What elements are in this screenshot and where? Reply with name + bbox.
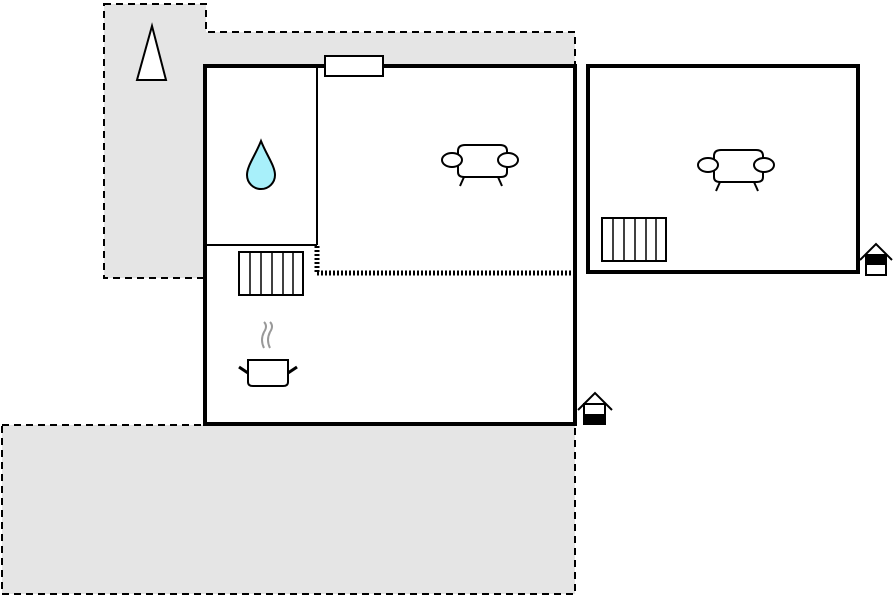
entrance-icon [577, 391, 613, 425]
sofa-icon [697, 149, 775, 192]
cooking-pot-icon [238, 321, 298, 387]
entrance-icon [859, 242, 893, 276]
lower-terrace [1, 424, 576, 595]
tree-icon [135, 22, 168, 81]
radiator-icon [238, 251, 304, 296]
window-icon [324, 55, 384, 77]
sofa-icon [441, 144, 519, 187]
water-drop-icon [245, 138, 277, 190]
radiator-icon [601, 217, 667, 262]
